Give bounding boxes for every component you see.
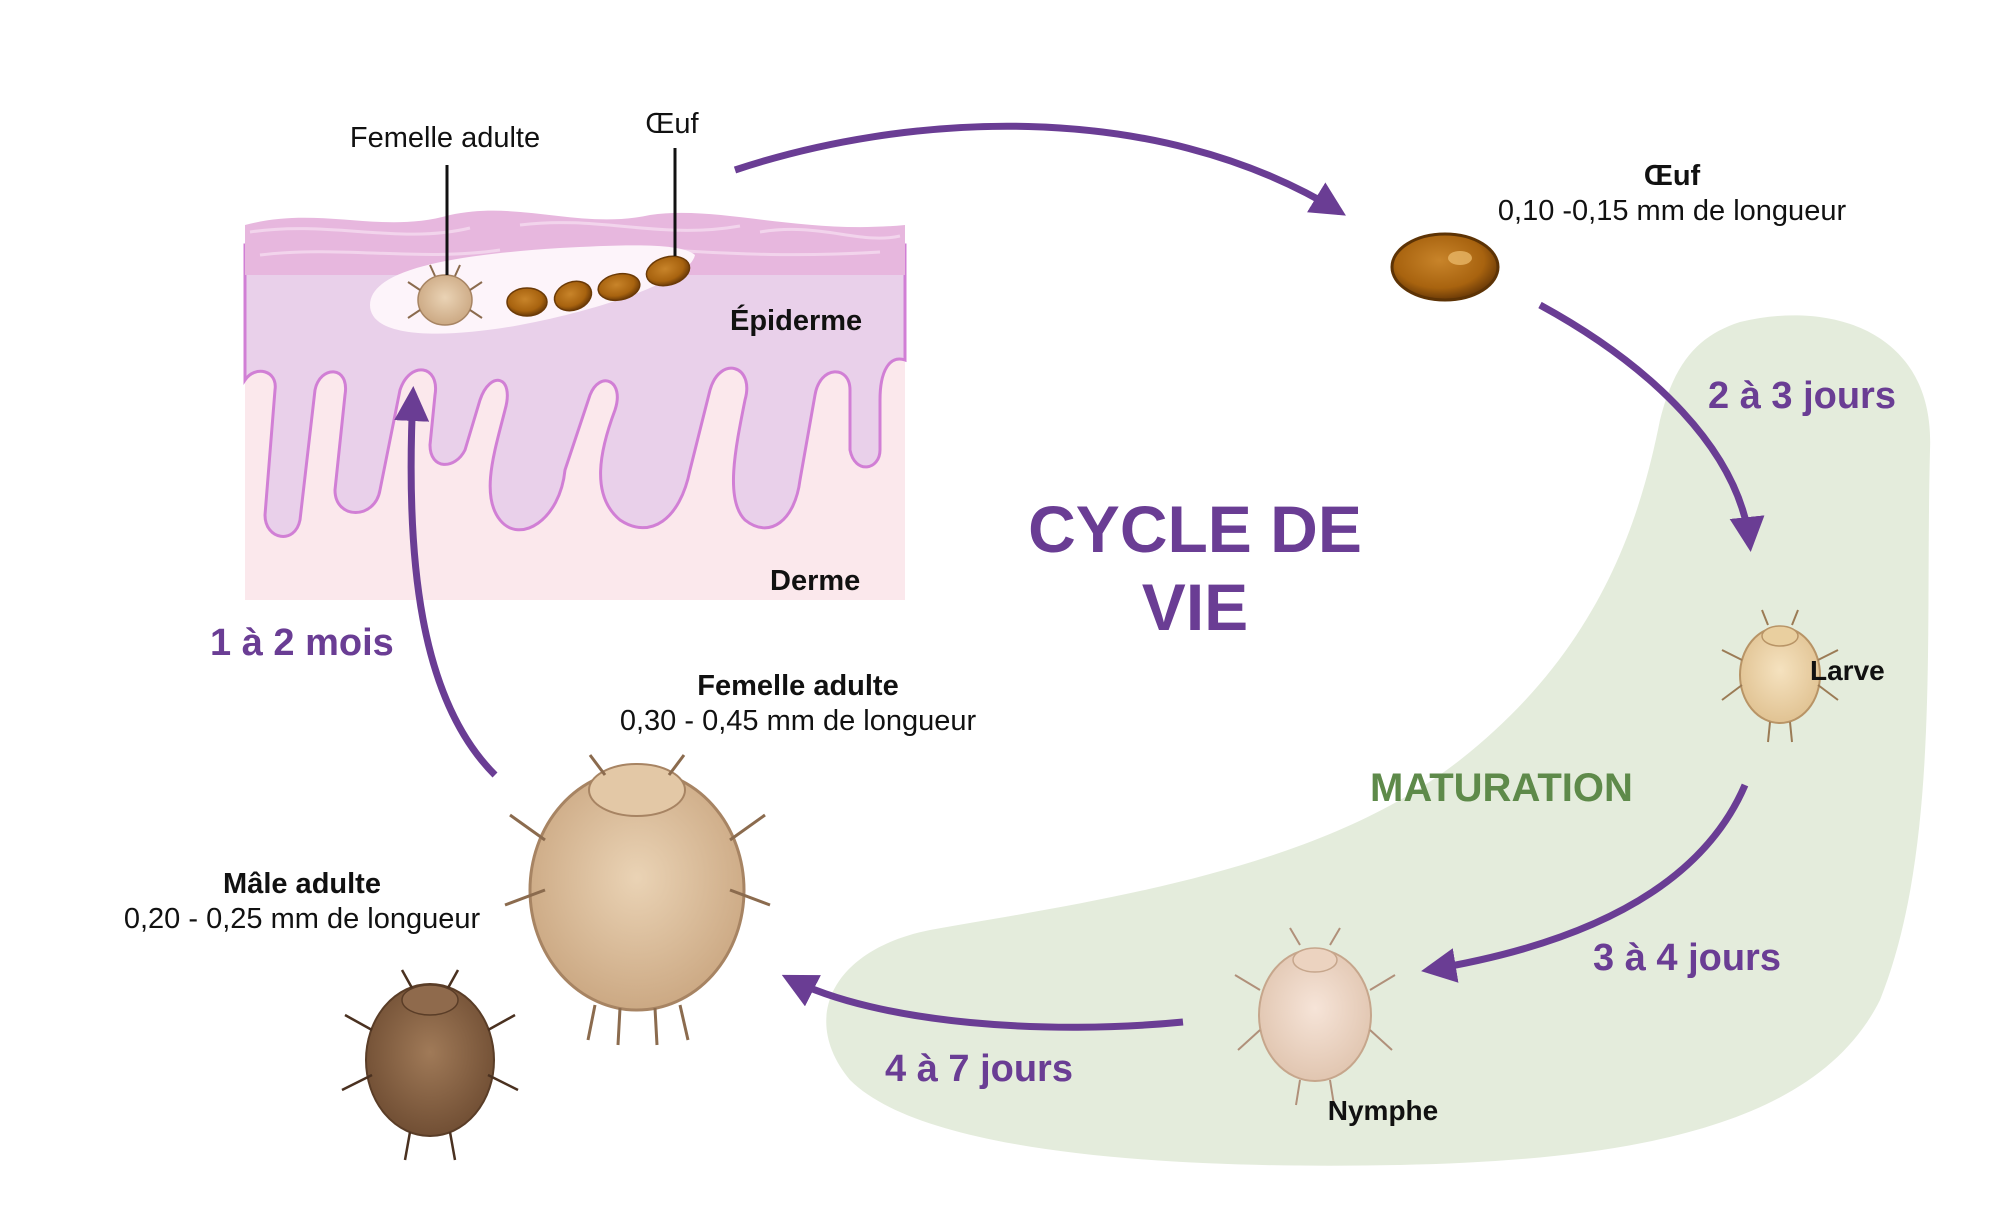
arrow-larva-to-nymph (1421, 783, 1749, 983)
adult-female-size: 0,30 - 0,45 mm de longueur (619, 705, 977, 737)
adult-male-size: 0,20 - 0,25 mm de longueur (123, 903, 481, 935)
nymph-illustration (1234, 927, 1396, 1106)
title-line-1: CYCLE DE (1028, 492, 1362, 566)
fiber-lines (249, 221, 901, 257)
adult-female-illustration (504, 754, 771, 1046)
egg-stage-size: 0,10 -0,15 mm de longueur (1497, 195, 1847, 227)
duration-larva-to-nymph: 3 à 4 jours (1593, 937, 1781, 979)
dermis-label: Derme (770, 565, 861, 597)
adult-female-name: Femelle adulte (697, 670, 899, 702)
arrow-nymph-to-adult (781, 974, 1184, 1031)
egg-illustration (1390, 232, 1500, 302)
maturation-label: MATURATION (1370, 766, 1633, 810)
adult-male-name: Mâle adulte (223, 868, 381, 900)
diagram-title: CYCLE DE VIE (985, 490, 1405, 646)
arrow-adult-to-skin (394, 386, 498, 778)
nymph-label: Nymphe (1327, 1095, 1439, 1126)
arrow-egg-to-larva (1538, 301, 1765, 552)
larva-label: Larve (1810, 655, 1885, 686)
duration-egg-to-larva: 2 à 3 jours (1708, 375, 1896, 417)
arrow-skin-to-egg (733, 122, 1346, 216)
adult-male-illustration (341, 969, 519, 1161)
maturation-zone (826, 315, 1931, 1166)
burrow-female-label: Femelle adulte (349, 122, 541, 154)
skin-section (243, 148, 907, 600)
epidermis-label: Épiderme (730, 305, 863, 337)
burrow-female-mite (407, 264, 483, 326)
title-line-2: VIE (1141, 570, 1249, 644)
duration-adult-to-skin: 1 à 2 mois (210, 622, 394, 664)
egg-stage-name: Œuf (1643, 160, 1701, 192)
burrow-eggs (506, 255, 691, 317)
duration-nymph-to-adult: 4 à 7 jours (885, 1048, 1073, 1090)
larva-illustration (1721, 609, 1839, 743)
burrow-egg-label: Œuf (645, 108, 699, 140)
